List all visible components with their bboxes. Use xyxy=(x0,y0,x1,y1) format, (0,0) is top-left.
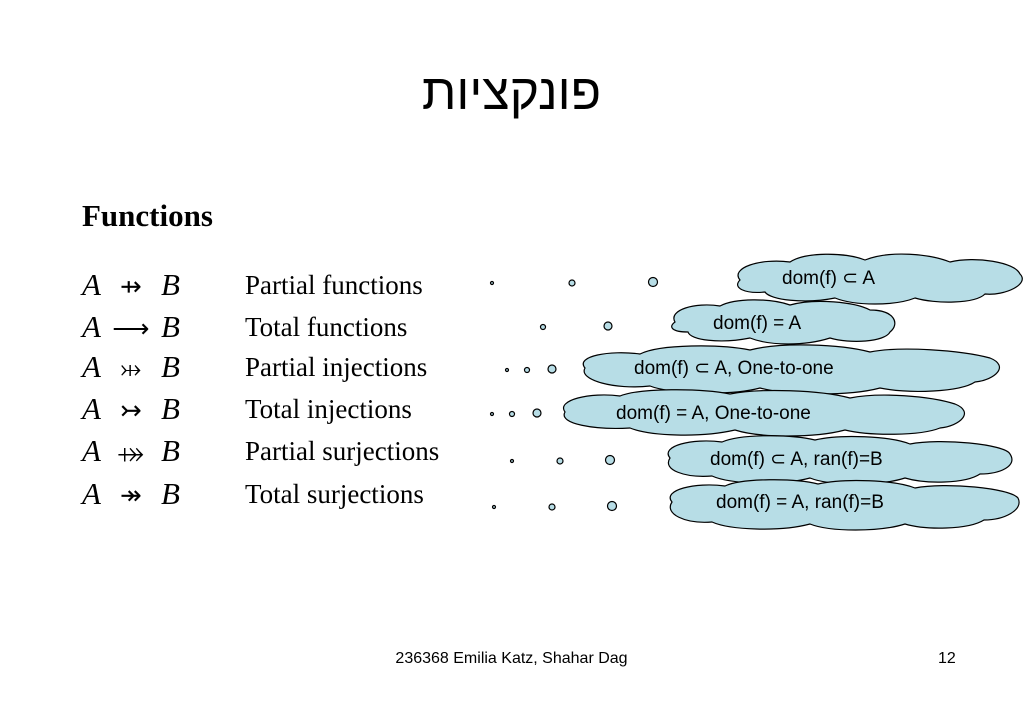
bubble-dot xyxy=(508,410,516,418)
page-number: 12 xyxy=(938,650,956,667)
label-total-injections: Total injections xyxy=(245,394,412,424)
row-total-functions: A⟶B Total functions xyxy=(82,307,502,347)
row-partial-functions: A⇸B Partial functions xyxy=(82,265,502,305)
footer-authors: 236368 Emilia Katz, Shahar Dag xyxy=(395,650,628,667)
bubble-dot xyxy=(556,457,564,465)
cloud-2 xyxy=(671,299,896,345)
bubble-dot xyxy=(568,279,576,287)
cloud-1 xyxy=(737,253,1023,305)
bubble-dot xyxy=(548,503,556,511)
label-partial-injections: Partial injections xyxy=(245,352,428,382)
bubble-dot xyxy=(489,280,495,286)
cloud-4 xyxy=(562,389,965,437)
total-injection-symbol: A↣B xyxy=(82,391,180,426)
label-total-surjections: Total surjections xyxy=(245,479,424,509)
slide-title: פונקציות xyxy=(421,64,602,120)
bubble-dot xyxy=(532,408,542,418)
partial-surjection-symbol: A⤀B xyxy=(82,433,180,468)
bubble-dot xyxy=(603,321,613,331)
bubble-dot xyxy=(523,366,531,374)
total-function-symbol: A⟶B xyxy=(82,309,180,344)
bubble-dot xyxy=(604,454,616,466)
bubble-dot xyxy=(547,364,557,374)
cloud-label-partial-functions: dom(f) ⊂ A xyxy=(782,268,875,289)
row-total-injections: A↣B Total injections xyxy=(82,389,502,429)
cloud-label-total-functions: dom(f) = A xyxy=(713,313,802,334)
bubble-dot xyxy=(606,500,618,512)
partial-injection-symbol: A⤔B xyxy=(82,349,180,384)
cloud-label-partial-injections: dom(f) ⊂ A, One-to-one xyxy=(634,358,834,379)
functions-heading: Functions xyxy=(82,198,213,233)
label-total-functions: Total functions xyxy=(245,312,408,342)
label-partial-functions: Partial functions xyxy=(245,270,423,300)
row-partial-surjections: A⤀B Partial surjections xyxy=(82,431,502,471)
cloud-label-total-injections: dom(f) = A, One-to-one xyxy=(616,403,811,424)
cloud-6 xyxy=(669,479,1020,531)
total-surjection-symbol: A↠B xyxy=(82,476,180,511)
bubble-dot xyxy=(647,276,659,288)
bubble-dot xyxy=(539,323,547,331)
bubble-dot xyxy=(489,411,495,417)
row-total-surjections: A↠B Total surjections xyxy=(82,474,502,514)
row-partial-injections: A⤔B Partial injections xyxy=(82,347,502,387)
cloud-label-total-surjections: dom(f) = A, ran(f)=B xyxy=(716,492,884,513)
label-partial-surjections: Partial surjections xyxy=(245,436,440,466)
partial-function-symbol: A⇸B xyxy=(82,267,180,302)
bubble-dot xyxy=(504,367,510,373)
bubble-dot xyxy=(491,504,497,510)
bubble-dot xyxy=(509,458,515,464)
cloud-label-partial-surjections: dom(f) ⊂ A, ran(f)=B xyxy=(710,449,883,470)
